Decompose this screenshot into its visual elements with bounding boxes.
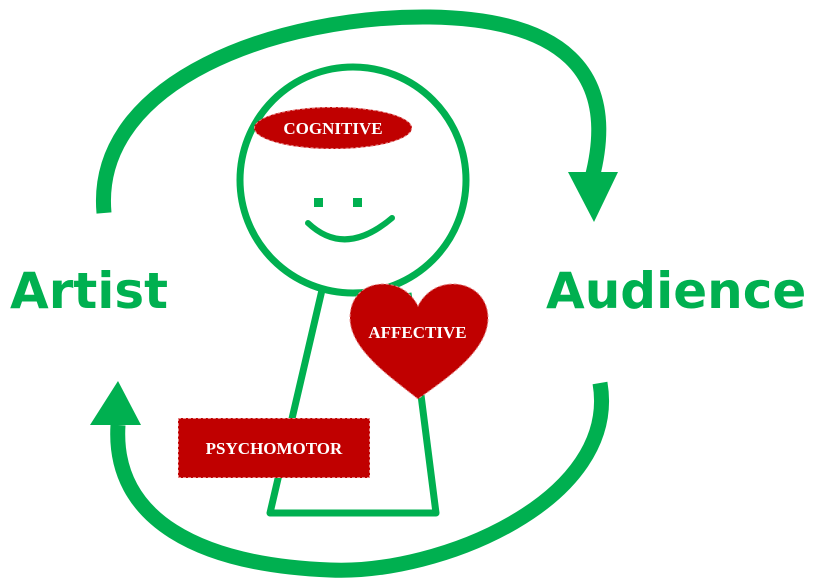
bottom-cycle-arrow-icon (90, 381, 610, 578)
right-eye (353, 198, 362, 207)
bottom-arc (110, 381, 610, 578)
audience-label: Audience (546, 262, 807, 320)
affective-label: AFFECTIVE (368, 323, 467, 342)
top-cycle-arrow-icon (96, 9, 618, 222)
heart-icon (349, 283, 489, 400)
figure-head (236, 63, 470, 297)
smile (305, 215, 395, 243)
top-arc (96, 9, 607, 214)
left-eye (314, 198, 323, 207)
bottom-arrowhead (90, 381, 141, 425)
figure-body (266, 289, 440, 517)
cognitive-label: COGNITIVE (254, 107, 412, 149)
top-arrowhead (568, 172, 618, 222)
psychomotor-tag-shape (178, 418, 370, 478)
artist-label: Artist (10, 262, 169, 320)
psychomotor-label: PSYCHOMOTOR (178, 418, 370, 478)
